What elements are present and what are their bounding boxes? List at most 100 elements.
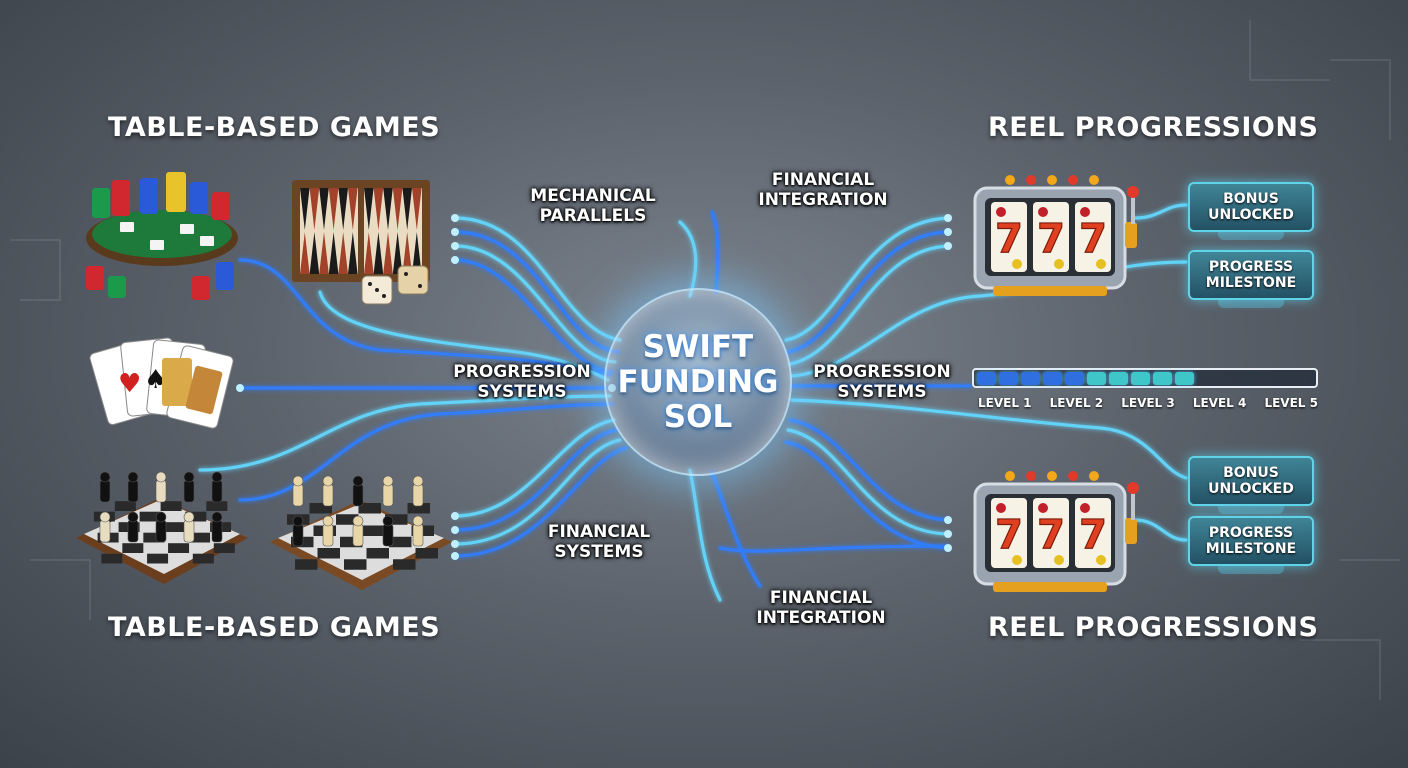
connector-wire <box>718 544 950 553</box>
label-financial-integration-bottom: FINANCIAL INTEGRATION <box>756 588 886 628</box>
chess-piece <box>127 519 139 543</box>
lemon-icon <box>1012 259 1022 269</box>
chess-piece-head <box>155 471 167 483</box>
chess-piece-head <box>127 511 139 523</box>
lemon-icon <box>1054 555 1064 565</box>
connector-wire <box>710 210 720 294</box>
chess-piece-head <box>211 471 223 483</box>
progress-segment <box>1021 371 1040 385</box>
chess-piece-head <box>99 471 111 483</box>
board-point <box>300 232 310 274</box>
chess-piece <box>183 479 195 503</box>
chess-piece-head <box>412 515 424 527</box>
chess-piece <box>292 483 304 507</box>
slot-light <box>1026 175 1036 185</box>
progress-segment <box>977 371 996 385</box>
slot-light <box>1089 175 1099 185</box>
board-point <box>309 232 320 274</box>
wire-endpoint <box>451 214 459 222</box>
level-label: LEVEL 4 <box>1192 396 1247 410</box>
cherry-icon <box>1080 503 1090 513</box>
level-progress-bar <box>972 368 1318 388</box>
badge-text: BONUS UNLOCKED <box>1208 465 1294 497</box>
wire-endpoint <box>451 242 459 250</box>
chess-piece-head <box>322 515 334 527</box>
label-financial-systems: FINANCIAL SYSTEMS <box>547 522 651 562</box>
chess-piece <box>183 519 195 543</box>
chess-piece-head <box>183 471 195 483</box>
chess-piece <box>322 483 334 507</box>
connector-wire <box>453 446 628 558</box>
slot-lever-base <box>1125 222 1137 248</box>
progress-segment <box>1197 372 1216 385</box>
wire-endpoint <box>944 214 952 222</box>
progress-segment <box>1065 371 1084 385</box>
slot-reel <box>991 202 1027 272</box>
connector-wire <box>318 290 610 382</box>
cherry-icon <box>996 503 1006 513</box>
cherry-icon <box>1080 207 1090 217</box>
chess-piece-head <box>127 471 139 483</box>
progress-segment <box>1241 372 1260 385</box>
board-point <box>364 232 374 274</box>
chess-board-dark-illustration <box>76 471 248 584</box>
chess-piece <box>382 523 394 547</box>
chess-square <box>362 525 385 536</box>
badge-text: BONUS UNLOCKED <box>1208 191 1294 223</box>
board-point <box>392 232 403 274</box>
chess-piece <box>292 523 304 547</box>
board-point <box>383 188 393 230</box>
cherry-icon <box>1038 207 1048 217</box>
chess-piece-head <box>211 511 223 523</box>
board-point <box>328 232 339 274</box>
chess-piece <box>211 519 223 543</box>
chess-piece <box>99 519 111 543</box>
board-point <box>392 188 403 230</box>
badge-bonus-unlocked-top: BONUS UNLOCKED <box>1188 182 1314 240</box>
wire-endpoint <box>451 512 459 520</box>
connector-wire <box>788 244 950 366</box>
slot-base <box>993 286 1107 296</box>
wire-endpoint <box>944 544 952 552</box>
chess-square <box>407 503 430 514</box>
chess-square <box>393 559 416 570</box>
chess-square <box>192 553 214 564</box>
cherry-icon <box>1038 503 1048 513</box>
slot-light <box>1068 175 1078 185</box>
chess-square <box>295 559 318 570</box>
chess-piece <box>412 523 424 547</box>
lemon-icon <box>1096 555 1106 565</box>
slot-reel-digit: 7 <box>995 512 1023 558</box>
slot-lever-knob <box>1127 186 1139 198</box>
connector-wire <box>788 418 950 522</box>
slot-lever-knob <box>1127 482 1139 494</box>
chess-piece-head <box>382 475 394 487</box>
chess-piece <box>382 483 394 507</box>
level-label: LEVEL 5 <box>1264 396 1318 410</box>
chess-piece <box>322 523 334 547</box>
slot-light <box>1005 175 1015 185</box>
chess-piece-head <box>183 511 195 523</box>
chess-square <box>340 536 363 548</box>
board-point <box>364 188 374 230</box>
connector-wire <box>453 244 617 364</box>
chess-piece-head <box>99 511 111 523</box>
chess-piece-head <box>382 515 394 527</box>
board-point <box>309 188 320 230</box>
chess-piece-head <box>292 515 304 527</box>
chess-square <box>139 511 161 522</box>
heading-table-games-top: TABLE-BASED GAMES <box>108 112 441 143</box>
slot-reel-digit: 7 <box>1079 216 1107 262</box>
chess-square <box>164 522 186 532</box>
chess-square <box>122 543 144 553</box>
wire-endpoint <box>236 384 244 392</box>
progress-segment <box>1175 371 1194 385</box>
slot-reel-digit: 7 <box>1037 216 1065 262</box>
heading-reel-progressions-top: REEL PROGRESSIONS <box>988 112 1319 143</box>
chess-square <box>143 532 165 543</box>
chess-square <box>213 543 235 553</box>
lemon-icon <box>1054 259 1064 269</box>
